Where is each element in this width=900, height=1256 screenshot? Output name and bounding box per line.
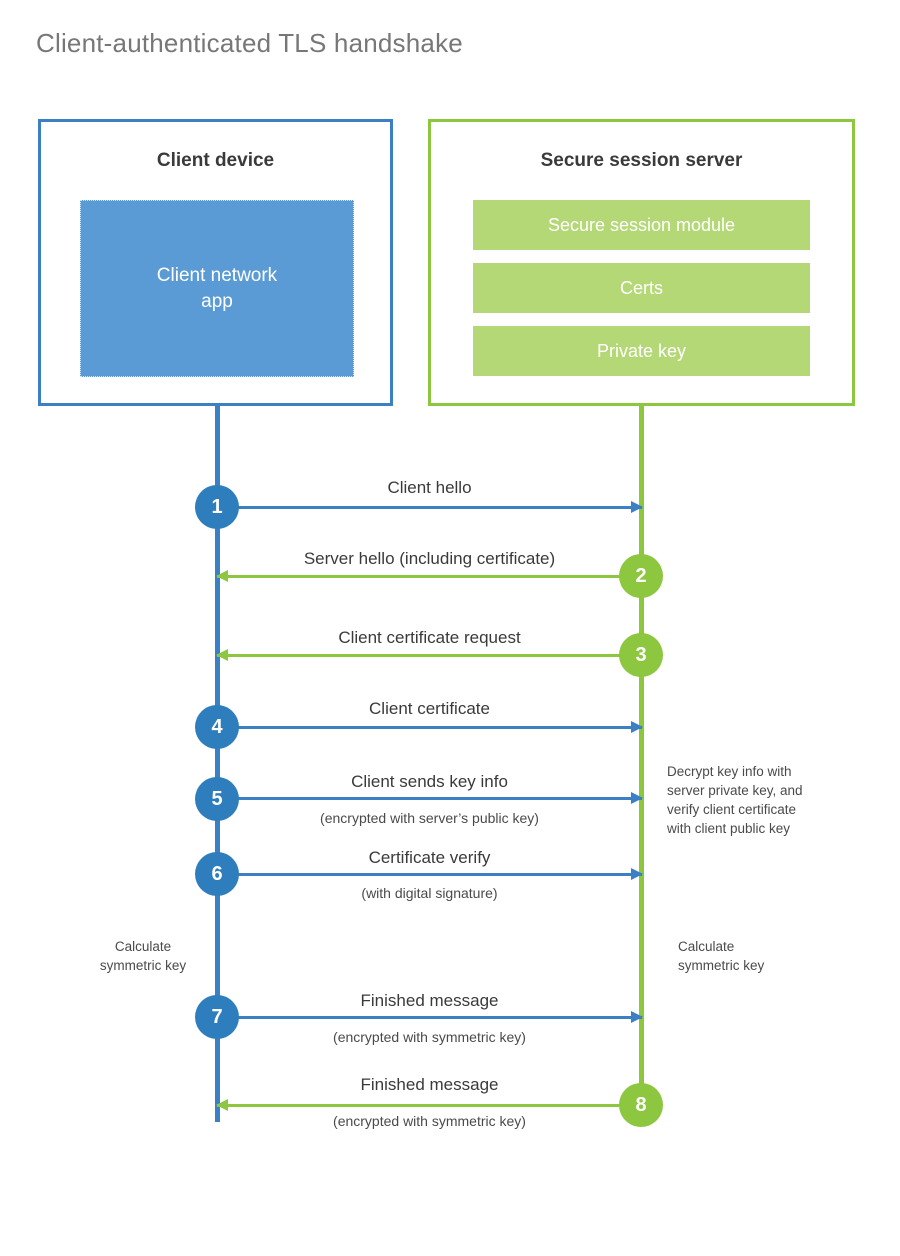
step-arrow-client-to-server [217, 721, 643, 733]
client-lifeline [215, 404, 220, 1122]
arrow-head-icon [216, 570, 228, 582]
step-circle: 6 [195, 852, 239, 896]
arrow-head-icon [216, 649, 228, 661]
step-arrow-client-to-server [217, 868, 643, 880]
arrow-shaft [217, 1016, 642, 1019]
secure-session-server-box: Secure session server Secure session mod… [428, 119, 855, 406]
step-arrow-server-to-client [216, 570, 642, 582]
step-arrow-server-to-client [216, 1099, 642, 1111]
step-arrow-server-to-client [216, 649, 642, 661]
server-module-bar: Certs [473, 263, 810, 313]
page-title: Client-authenticated TLS handshake [36, 28, 463, 58]
arrow-head-icon [631, 501, 643, 513]
step-label: Client sends key info [351, 772, 508, 791]
step-sublabel: (encrypted with symmetric key) [333, 1113, 526, 1129]
step-sublabel: (with digital signature) [361, 885, 498, 901]
step-label: Finished message [360, 1075, 499, 1094]
step-arrow-client-to-server [217, 1011, 643, 1023]
client-device-title: Client device [156, 150, 275, 171]
step-circle: 7 [195, 995, 239, 1039]
step-sublabel: (encrypted with server’s public key) [320, 810, 539, 826]
step-circle: 4 [195, 705, 239, 749]
step-label: Client certificate request [338, 628, 521, 647]
note-calculate-symmetric-key-client: Calculate symmetric key [99, 939, 187, 974]
arrow-head-icon [631, 868, 643, 880]
step-circle: 2 [619, 554, 663, 598]
step-sublabel: (encrypted with symmetric key) [333, 1029, 526, 1045]
arrow-shaft [217, 726, 642, 729]
arrow-shaft [217, 1104, 642, 1107]
step-circle: 1 [195, 485, 239, 529]
arrow-head-icon [631, 792, 643, 804]
server-module-bar: Secure session module [473, 200, 810, 250]
step-circle: 8 [619, 1083, 663, 1127]
step-circle: 3 [619, 633, 663, 677]
note-decrypt-key-info: Decrypt key info with server private key… [667, 764, 803, 837]
arrow-shaft [217, 575, 642, 578]
arrow-shaft [217, 797, 642, 800]
arrow-head-icon [631, 721, 643, 733]
secure-session-server-title: Secure session server [540, 150, 743, 171]
step-arrow-client-to-server [217, 501, 643, 513]
server-module-bar: Private key [473, 326, 810, 376]
arrow-shaft [217, 506, 642, 509]
step-label: Client certificate [369, 699, 490, 718]
step-label: Server hello (including certificate) [303, 549, 556, 568]
arrow-head-icon [631, 1011, 643, 1023]
arrow-shaft [217, 654, 642, 657]
arrow-head-icon [216, 1099, 228, 1111]
client-device-box: Client device Client network app [38, 119, 393, 406]
step-label: Client hello [387, 478, 472, 497]
step-label: Finished message [360, 991, 499, 1010]
server-lifeline [639, 404, 644, 1108]
step-label: Certificate verify [368, 848, 491, 867]
arrow-shaft [217, 873, 642, 876]
step-circle: 5 [195, 777, 239, 821]
step-arrow-client-to-server [217, 792, 643, 804]
client-network-app-block: Client network app [80, 200, 354, 377]
note-calculate-symmetric-key-server: Calculate symmetric key [678, 939, 765, 974]
